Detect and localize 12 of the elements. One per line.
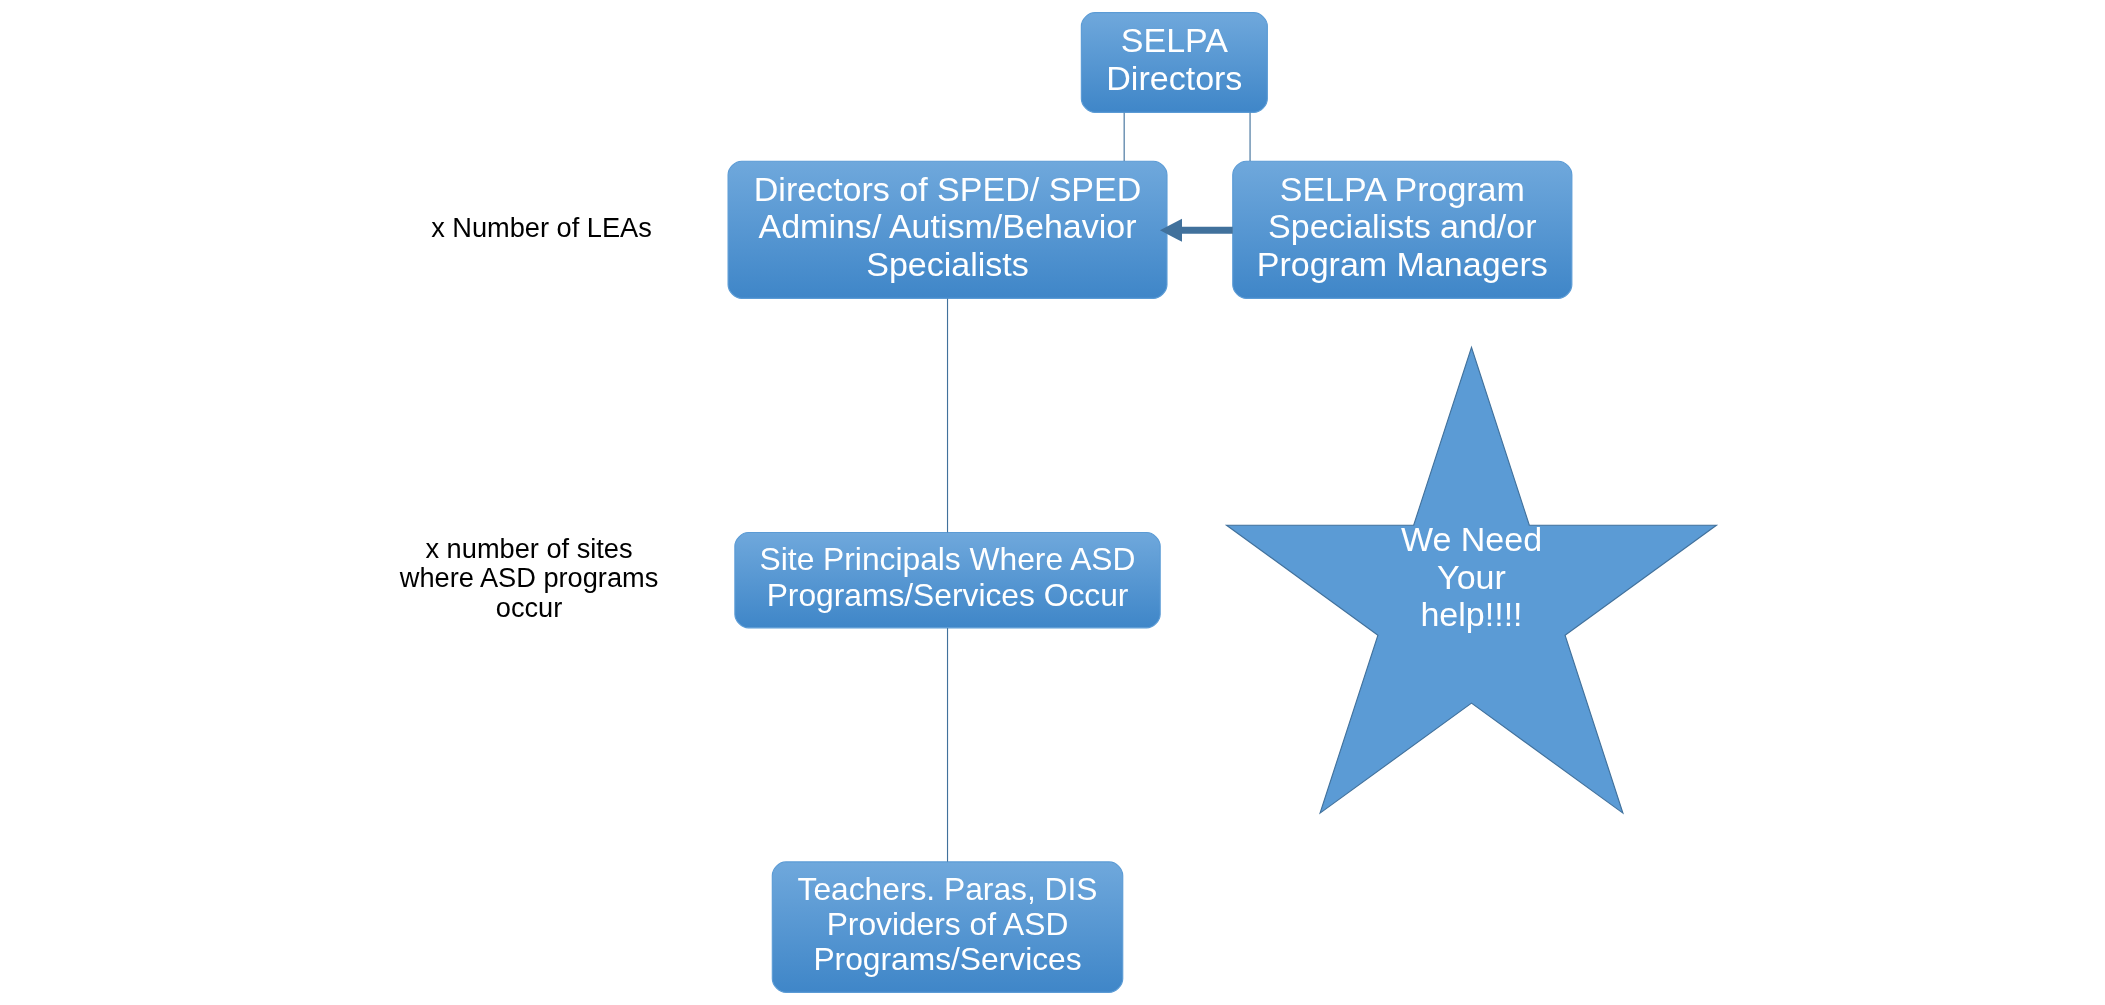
connector <box>946 298 948 533</box>
node-box: SELPA Directors <box>1080 12 1268 113</box>
arrow <box>1159 218 1233 242</box>
node-box: Site Principals Where ASD Programs/Services Occur <box>733 532 1161 629</box>
connector <box>1123 112 1125 162</box>
node-box: Teachers. Paras, DIS Providers of ASD Programs/Services <box>771 861 1123 993</box>
node-box: SELPA Program Specialists and/or Program Managers <box>1231 160 1572 299</box>
node-label: x Number of LEAs <box>430 211 652 243</box>
node-label: x number of sites where ASD programs occur <box>399 532 658 623</box>
connector <box>946 627 948 863</box>
node-box: Directors of SPED/ SPED Admins/ Autism/Behavior Specialists <box>727 160 1168 299</box>
connector <box>1249 112 1251 162</box>
